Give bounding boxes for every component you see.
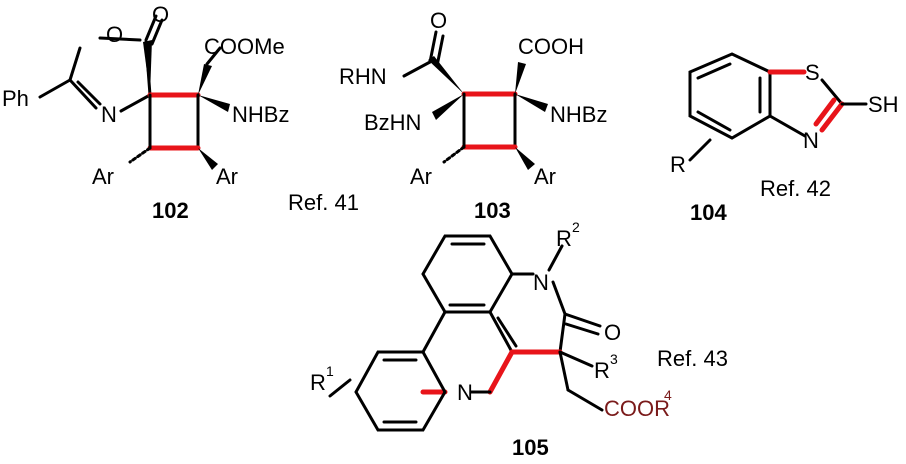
c103-compound-number: 103 (474, 198, 511, 223)
c105-r3-label: R (594, 358, 610, 383)
c105-o-amide-label: O (604, 320, 621, 345)
c102-nhbz-label: NHBz (232, 102, 289, 127)
c103-cooh-label: COOH (518, 34, 584, 59)
c104-s-ring-label: S (805, 60, 820, 85)
c105-n-amide-label: N (533, 270, 549, 295)
c104-r-label: R (670, 152, 686, 177)
c104-n-ring-label: N (803, 128, 819, 153)
c102-coome-label: COOMe (204, 34, 285, 59)
c102-o-carbonyl-label: O (152, 2, 169, 27)
compound-102: O O N Ph COOMe NHBz Ar Ar 102 Ref. 41 (2, 2, 359, 223)
compound-103: O RHN COOH BzHN NHBz Ar Ar 103 (339, 8, 607, 223)
c105-r1-label: R (310, 370, 326, 395)
c102-ar-left-label: Ar (92, 164, 114, 189)
c102-compound-number: 102 (152, 198, 189, 223)
c102-ph-label: Ph (2, 86, 29, 111)
c105-n-ring-label: N (457, 380, 473, 405)
c105-r2-label: R (556, 226, 572, 251)
c105-ester-label: COOR (604, 396, 670, 421)
c105-reference: Ref. 43 (657, 346, 728, 371)
c104-compound-number: 104 (690, 200, 727, 225)
c103-ar-left-label: Ar (410, 164, 432, 189)
c103-bzhn-label: BzHN (364, 110, 421, 135)
c105-compound-number: 105 (512, 435, 549, 460)
c103-o-amide-label: O (430, 8, 447, 33)
c104-sh-label: SH (868, 92, 899, 117)
c104-reference: Ref. 42 (760, 176, 831, 201)
c105-r1-sup: 1 (326, 363, 334, 379)
c102-n-ring-label: N (101, 102, 117, 127)
compound-104: S SH N R Ref. 42 104 (670, 52, 899, 225)
c103-nhbz-label: NHBz (550, 102, 607, 127)
c102-o-ring-label: O (106, 22, 123, 47)
c103-rhn-label: RHN (339, 64, 387, 89)
compound-105: N R 2 O R 3 N COOR 4 R 1 Ref. 43 105 (310, 219, 728, 460)
c105-r2-sup: 2 (572, 219, 580, 235)
c102-reference: Ref. 41 (288, 190, 359, 215)
c105-ester-sup: 4 (664, 387, 672, 403)
c105-r3-sup: 3 (610, 351, 618, 367)
c103-ar-right-label: Ar (534, 164, 556, 189)
c102-ar-right-label: Ar (216, 164, 238, 189)
